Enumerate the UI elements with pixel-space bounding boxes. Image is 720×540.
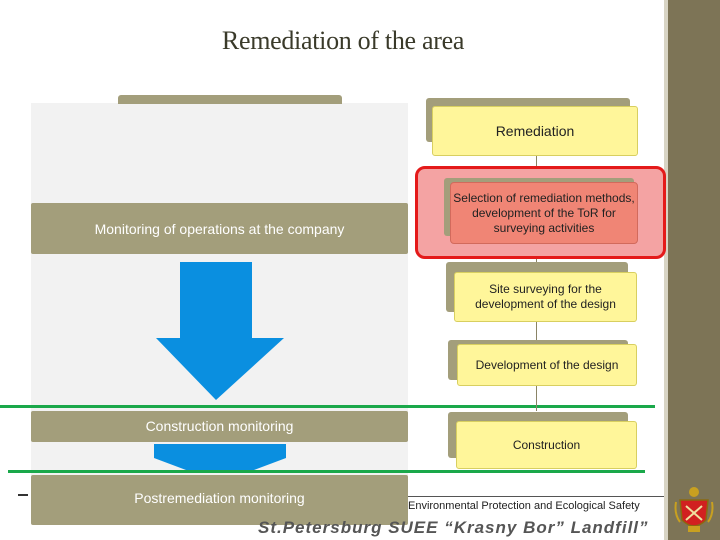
step-label: Selection of remediation methods, develo… — [453, 190, 635, 235]
connector-line — [536, 156, 537, 170]
construction-monitoring-label: Construction monitoring — [145, 418, 294, 434]
step-label: Remediation — [495, 122, 575, 139]
footer-dash — [18, 494, 28, 496]
footer-rule — [408, 496, 664, 497]
step-site-surveying: Site surveying for the development of th… — [454, 272, 637, 322]
postremediation-monitoring-label: Postremediation monitoring — [134, 490, 305, 506]
connector-line — [536, 385, 537, 411]
connector-line — [536, 321, 537, 343]
page-title: Remediation of the area — [221, 26, 465, 55]
monitoring-operations-label: Monitoring of operations at the company — [94, 220, 345, 237]
step-construction: Construction — [456, 421, 637, 469]
right-sidebar — [668, 0, 720, 540]
step-label: Construction — [512, 437, 581, 452]
construction-monitoring-box: Construction monitoring — [31, 411, 408, 442]
step-selection-methods: Selection of remediation methods, develo… — [450, 182, 638, 244]
green-divider-bottom — [8, 470, 645, 473]
arrow-down-icon — [154, 444, 286, 470]
coat-of-arms-icon — [674, 487, 714, 532]
left-panel-tab — [118, 95, 342, 104]
step-design-development: Development of the design — [457, 344, 637, 386]
arrow-down-icon — [156, 262, 284, 400]
step-label: Site surveying for the development of th… — [475, 282, 616, 311]
green-divider-top — [0, 405, 655, 408]
postremediation-monitoring-box: Postremediation monitoring — [31, 475, 408, 525]
monitoring-operations-box: Monitoring of operations at the company — [31, 203, 408, 254]
step-remediation: Remediation — [432, 106, 638, 156]
sidebar-edge — [664, 0, 668, 540]
footer-organization: Environmental Protection and Ecological … — [408, 500, 640, 512]
step-label: Development of the design — [475, 357, 619, 372]
footer-subtitle: St.Petersburg SUEE “Krasny Bor” Landfill… — [258, 518, 649, 537]
